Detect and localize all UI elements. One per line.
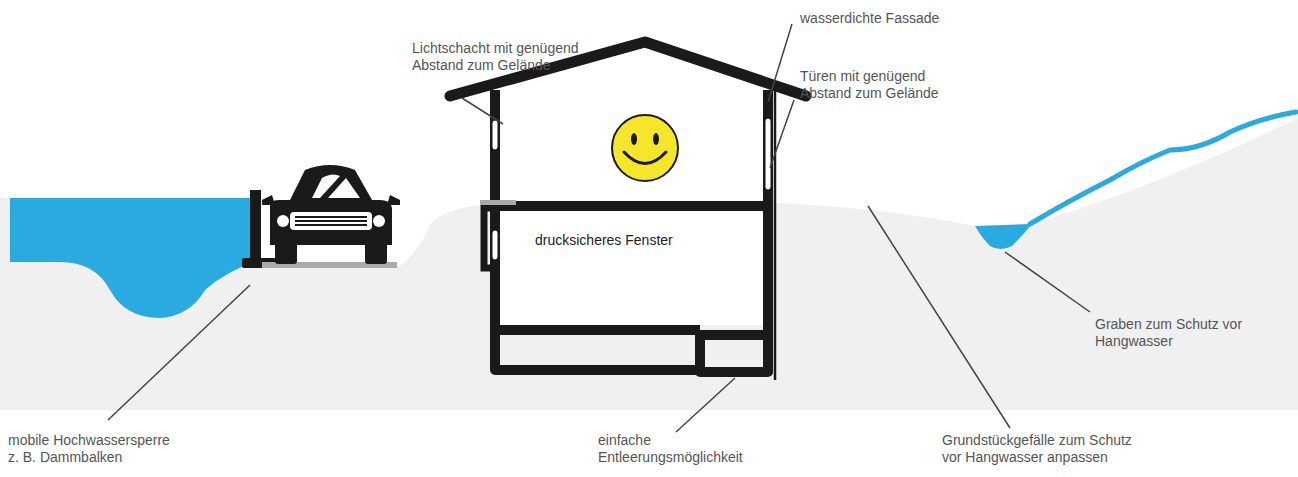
- car: [262, 165, 400, 264]
- slope-water: [1030, 112, 1296, 224]
- callout-label: Türen mit genügend Abstand zum Gelände: [800, 68, 960, 102]
- callout-label: wasserdichte Fassade: [800, 10, 1000, 27]
- car-details: [277, 174, 385, 230]
- flood-water: [10, 198, 255, 318]
- callout-label: einfache Entleerungsmöglichkeit: [598, 432, 758, 466]
- smiley: [612, 115, 678, 181]
- callout-label: mobile Hochwassersperre z. B. Dammbalken: [8, 432, 178, 466]
- leader-lines: [108, 24, 1090, 432]
- car-grille: [295, 217, 367, 225]
- ditch-water: [975, 224, 1032, 249]
- windows: [492, 118, 771, 260]
- callout-label: Graben zum Schutz vor Hangwasser: [1095, 316, 1267, 350]
- callout-label: Lichtschacht mit genügend Abstand zum Ge…: [412, 40, 592, 74]
- house-basement-fill: [500, 211, 763, 325]
- callout-label: drucksicheres Fenster: [535, 232, 735, 249]
- callout-label: Grundstückgefälle zum Schutz vor Hangwas…: [942, 432, 1147, 466]
- house: [450, 42, 806, 380]
- house-upper-fill: [500, 100, 763, 201]
- light-shaft-grate: [480, 200, 516, 205]
